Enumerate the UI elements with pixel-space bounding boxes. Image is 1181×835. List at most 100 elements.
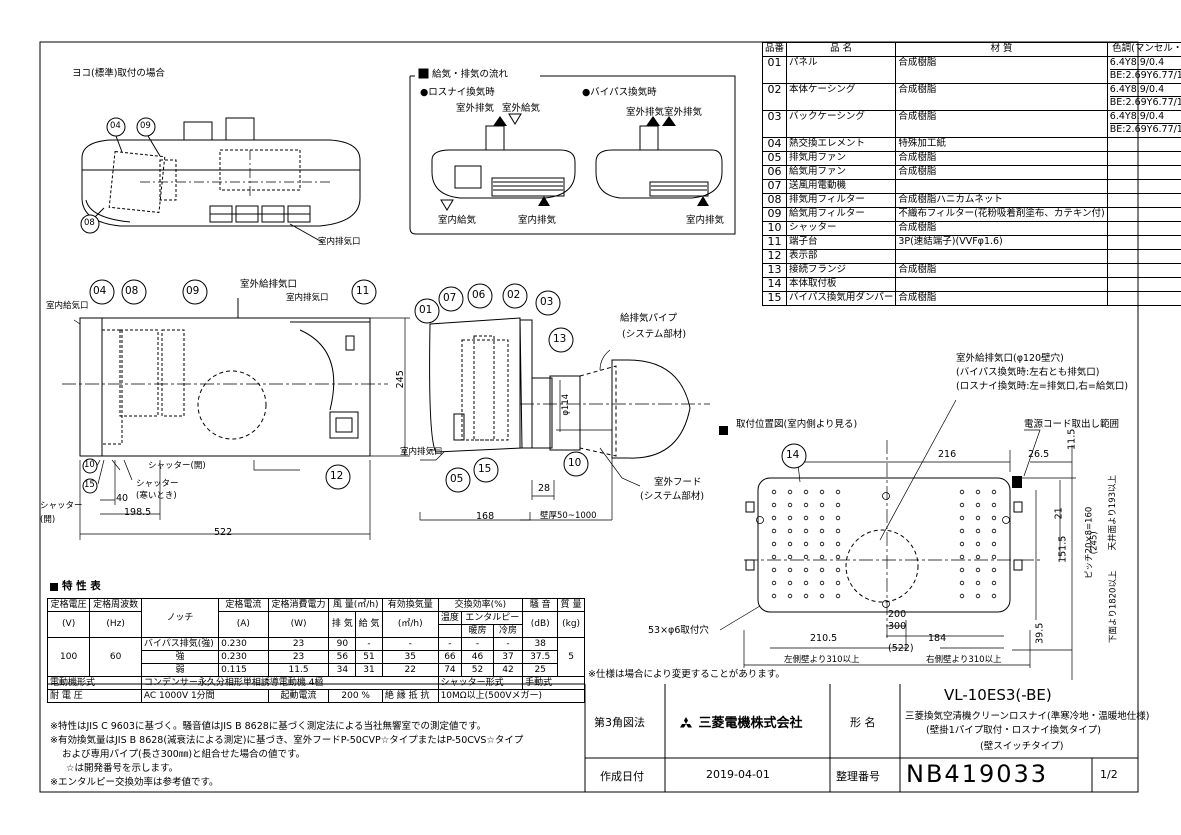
withstand-value: AC 1000V 1分間 (140, 689, 269, 703)
part-material: 合成樹脂 (895, 221, 1108, 236)
part-material: 3P(速結端子)(VVFφ1.6) (895, 235, 1108, 250)
spec-h-exchange: 交換効率(%) (437, 598, 524, 612)
callout-bubbles (80, 117, 807, 494)
part-number: 06 (761, 165, 788, 180)
mounting-hole (787, 554, 793, 560)
part-color (1106, 137, 1181, 152)
dim-200: 200 (888, 609, 907, 620)
mounting-hole (835, 593, 841, 599)
part-color: 6.4Y8.9/0.4BE:2.69Y6.77/1.51 (1106, 83, 1181, 111)
spec-current: 0.230 (218, 637, 269, 651)
header-part-no: 品番 (761, 42, 788, 57)
bypass-indoor-exhaust-label: 室内排気 (686, 215, 725, 226)
spec-blank (437, 624, 463, 638)
outdoor-port-label: 室外給排気口 (240, 279, 298, 290)
dim-11-5: 11.5 (1066, 428, 1078, 450)
spec-current: 0.115 (218, 663, 269, 677)
mounting-hole (787, 541, 793, 547)
part-color (1106, 165, 1181, 180)
sheet-border (39, 41, 1139, 793)
mounting-hole-large (756, 516, 764, 524)
cord-range-label: 電源コード取出し範囲 (1024, 419, 1120, 430)
part-material: 合成樹脂ハニカムネット (895, 193, 1108, 208)
part-material: 特殊加工紙 (895, 137, 1108, 152)
callout-04: 04 (110, 121, 121, 131)
insulation-label: 絶 縁 抵 抗 (381, 689, 439, 703)
mounting-hole (975, 528, 981, 534)
callout-04-plan: 04 (93, 285, 107, 297)
spec-h-cooling: 冷房 (492, 624, 524, 638)
mounting-hole (787, 515, 793, 521)
callout-15-plan: 15 (84, 480, 95, 490)
part-color: 6.4Y8.9/0.4BE:2.69Y6.77/1.51 (1106, 110, 1181, 138)
mounting-hole (787, 580, 793, 586)
spec-exhaust: 90 (328, 637, 357, 651)
dim-522: 522 (214, 527, 233, 538)
spec-heat: 46 (461, 650, 494, 664)
dim-151-5: 151.5 (1057, 535, 1069, 563)
spec-cool: 42 (492, 663, 524, 677)
indoor-exhaust-port-label: 室内排気口 (318, 237, 361, 247)
dim-26-5: 26.5 (1028, 449, 1050, 460)
spec-u-eff-vent: (㎥/h) (381, 611, 439, 638)
spec-u-mass: (kg) (557, 611, 585, 638)
shutter-type-label: シャッター形式 (437, 676, 524, 690)
part-material: 合成樹脂 (895, 151, 1108, 166)
dim-168: 168 (476, 511, 495, 522)
part-number: 03 (761, 110, 788, 138)
spec-row-strong: 強 0.230 23 56 51 35 66 46 37 37.5 (48, 650, 585, 664)
spec-u-voltage: (V) (46, 611, 91, 638)
spec-h-freq: 定格周波数 (89, 598, 142, 612)
part-color (1106, 207, 1181, 222)
plan-view-drawing (62, 298, 440, 540)
mounting-hole (975, 541, 981, 547)
airflow-title: 給気・排気の流れ (432, 69, 509, 80)
header-part-name: 品 名 (786, 42, 897, 57)
spec-temp: 74 (437, 663, 463, 677)
spec-exhaust: 56 (328, 650, 357, 664)
part-color-primary: 6.4Y8.9/0.4 (1109, 111, 1165, 123)
mounting-hole (803, 528, 809, 534)
spec-h-enthalpy: エンタルピー (461, 611, 524, 625)
spec-h-power: 定格消費電力 (267, 598, 330, 612)
part-name: 給気用フィルター (786, 207, 897, 222)
projection-method: 第3角図法 (594, 716, 645, 729)
mounting-hole (803, 580, 809, 586)
dim-40: 40 (116, 493, 129, 504)
mounting-hole (975, 580, 981, 586)
spec-heat: - (461, 637, 494, 651)
part-number: 08 (761, 193, 788, 208)
mounting-hole-large (882, 600, 890, 608)
callout-15-side: 15 (478, 463, 492, 475)
pipe-label-1: 給排気パイプ (620, 313, 678, 324)
spec-heat: 52 (461, 663, 494, 677)
mounting-hole (771, 567, 777, 573)
callout-09-plan: 09 (186, 285, 200, 297)
mounting-hole (787, 489, 793, 495)
sheet-number: 1/2 (1100, 768, 1118, 781)
mounting-hole-large (882, 492, 890, 500)
spec-cool: 37 (492, 650, 524, 664)
mounting-hole (771, 593, 777, 599)
mounting-hole (835, 541, 841, 547)
spec-table: 定格電圧 定格周波数 ノッチ 定格電流 定格消費電力 風 量(㎥/h) 有効換気… (46, 598, 586, 703)
part-number: 11 (761, 235, 788, 250)
spec-h-heating: 暖房 (461, 624, 494, 638)
model-desc-2: (壁掛1パイプ取付・ロスナイ換気タイプ) (926, 725, 1101, 736)
callout-12: 12 (330, 470, 344, 482)
spec-notch-strong: 強 (140, 650, 220, 664)
callout-07: 07 (443, 292, 457, 304)
mounting-hole (819, 502, 825, 508)
note-3: および専用パイプ(長さ300㎜)と組合せた場合の値です。 (62, 749, 306, 760)
wall-thickness-label: 壁厚50~1000 (540, 511, 597, 521)
spec-u-power: (W) (267, 611, 330, 638)
callout-13: 13 (553, 333, 567, 345)
callout-09: 09 (140, 121, 151, 131)
part-name: 給気用ファン (786, 165, 897, 180)
